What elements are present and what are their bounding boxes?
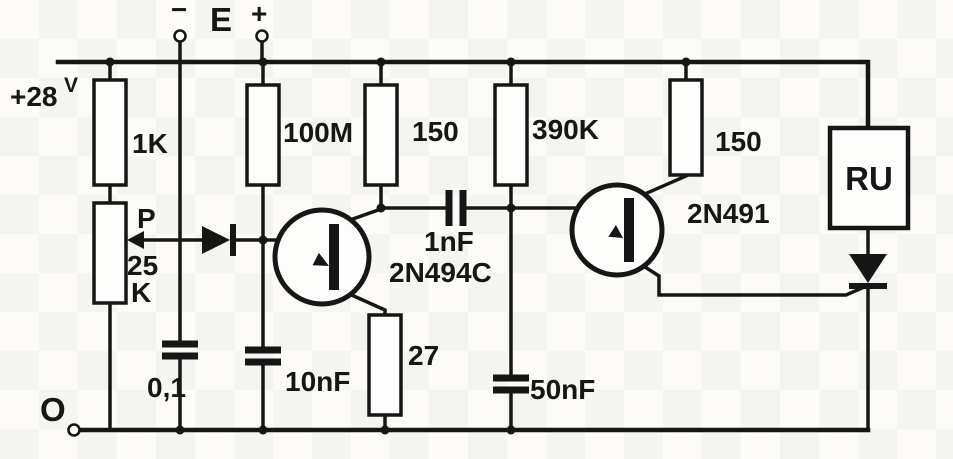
supply-name-label: E <box>210 1 232 38</box>
junction-dot <box>175 425 185 435</box>
resistor-body <box>245 83 281 187</box>
emitter-arrow-icon <box>608 225 623 238</box>
junction-dot <box>380 425 390 435</box>
capacitor-0-1-label: 0,1 <box>147 372 186 403</box>
potentiometer-body <box>92 201 128 305</box>
diode <box>202 224 236 256</box>
resistor-body <box>363 83 399 187</box>
minus-sign-label: − <box>171 0 187 25</box>
relay-ru <box>827 125 911 231</box>
resistor-100m <box>245 83 281 187</box>
junction-dot <box>258 235 268 245</box>
wiper-arrow-icon <box>127 231 144 249</box>
labels: − E + +28 V O 1K P 25 K 100M 150 390K 15… <box>10 0 893 428</box>
capacitor-10nf <box>245 346 281 366</box>
capacitor-0-1 <box>162 340 198 360</box>
resistor-390k-label: 390K <box>532 114 599 145</box>
resistor-body <box>92 78 128 187</box>
junction-dot <box>506 425 516 435</box>
junction-dot <box>506 57 516 67</box>
transistor-2n491 <box>569 182 665 278</box>
resistor-body <box>668 78 704 177</box>
thyristor-anode-triangle <box>849 254 887 283</box>
transistor-base-bar <box>624 198 634 262</box>
resistor-150b-label: 150 <box>715 126 762 157</box>
potentiometer-name-label: P <box>137 203 156 234</box>
capacitor-50nf <box>493 374 529 394</box>
transistor-2n494c <box>272 207 372 307</box>
supply-voltage-unit-label: V <box>64 74 78 97</box>
supply-voltage-label: +28 <box>10 81 58 112</box>
junction-dots <box>105 57 691 435</box>
capacitor-1nf-label: 1nF <box>424 226 474 257</box>
resistor-390k <box>493 83 529 187</box>
resistor-1k <box>92 78 128 187</box>
thyristor <box>849 254 887 289</box>
terminals <box>67 29 269 437</box>
top-supply-rail <box>55 59 871 131</box>
capacitor-10nf-label: 10nF <box>285 366 350 397</box>
relay-ru-label: RU <box>845 160 893 197</box>
minus-terminal <box>173 29 187 43</box>
capacitor-1nf <box>445 190 467 226</box>
output-label: O <box>40 391 66 428</box>
resistor-27 <box>367 313 403 417</box>
resistor-150a-label: 150 <box>412 116 459 147</box>
capacitor-plates <box>162 340 198 360</box>
junction-dot <box>258 57 268 67</box>
junction-dot <box>258 425 268 435</box>
transistor-2n494c-label: 2N494C <box>389 257 492 288</box>
capacitor-plates <box>445 190 467 226</box>
potentiometer-value-bottom-label: K <box>131 277 151 308</box>
plus-terminal <box>255 29 269 43</box>
resistor-body <box>493 83 529 187</box>
junction-dot <box>105 57 115 67</box>
resistor-27-label: 27 <box>408 340 439 371</box>
transistor-base-bar <box>329 224 339 290</box>
potentiometer-value-top-label: 25 <box>127 250 158 281</box>
plus-sign-label: + <box>251 0 267 29</box>
resistor-150-a <box>363 83 399 187</box>
q2-base1-to-gate-wire <box>628 255 865 297</box>
capacitor-plates <box>493 374 529 394</box>
junction-dot <box>506 203 516 213</box>
resistor-body <box>367 313 403 417</box>
diode-anode-triangle <box>202 226 230 254</box>
junction-dot <box>376 57 386 67</box>
junction-dot <box>376 203 386 213</box>
potentiometer-25k <box>92 201 144 305</box>
emitter-arrow-icon <box>312 252 329 266</box>
relay-body <box>827 125 911 231</box>
output-terminal <box>67 423 81 437</box>
capacitor-50nf-label: 50nF <box>530 374 595 405</box>
capacitor-plates <box>245 346 281 366</box>
transistor-2n491-label: 2N491 <box>687 198 770 229</box>
resistor-1k-label: 1K <box>132 128 168 159</box>
junction-dot <box>681 57 691 67</box>
resistor-150-b <box>668 78 704 177</box>
resistor-100m-label: 100M <box>283 117 353 148</box>
